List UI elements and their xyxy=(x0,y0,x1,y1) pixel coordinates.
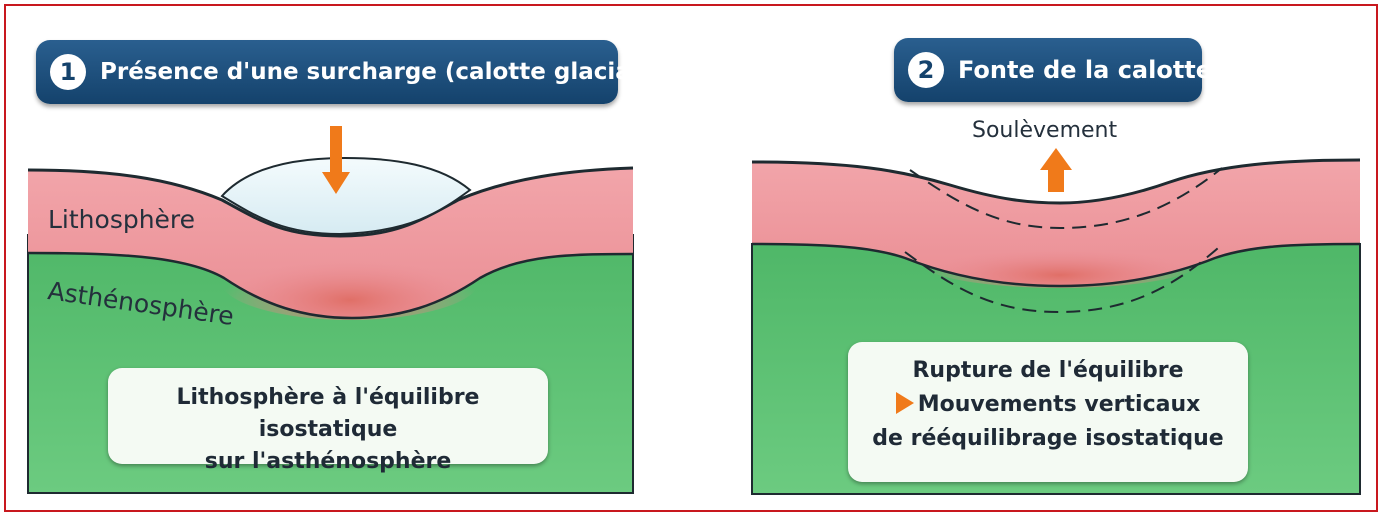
panel-1-note: Lithosphère à l'équilibre isostatique su… xyxy=(108,368,548,474)
lithosphere-base-line-2 xyxy=(751,242,1361,288)
panel-2-number-badge: 2 xyxy=(908,52,944,88)
figure-frame xyxy=(4,4,1378,512)
panel-2-note-line-3: de rééquilibrage isostatique xyxy=(872,426,1224,451)
lithosphere-base-line-1 xyxy=(27,251,634,320)
lithosphere-root-shading-2 xyxy=(920,236,1200,288)
former-top-dashed-line xyxy=(909,167,1223,230)
panel-1-number-badge: 1 xyxy=(50,54,86,90)
panel-2-note-line-2: Mouvements verticaux xyxy=(917,392,1201,417)
panel-2-note-line-1: Rupture de l'équilibre xyxy=(912,358,1184,383)
lithosphere-layer-2 xyxy=(752,160,1360,286)
movement-arrow-icon xyxy=(895,392,914,414)
former-base-dashed-line xyxy=(904,247,1219,314)
panel-1-title: 1 Présence d'une surcharge (calotte glac… xyxy=(36,40,676,104)
ice-cap xyxy=(220,156,472,236)
panel-1-note-line-1: Lithosphère à l'équilibre isostatique xyxy=(176,385,480,442)
load-arrow-icon xyxy=(322,126,350,194)
panel-2-title-text: Fonte de la calotte xyxy=(958,56,1213,84)
lithosphere-label: Lithosphère xyxy=(48,205,196,234)
lithosphere-top-line-2 xyxy=(751,158,1361,205)
uplift-label: Soulèvement xyxy=(972,118,1118,143)
lithosphere-root-shading-1 xyxy=(220,240,480,320)
panel-2-title: 2 Fonte de la calotte xyxy=(894,38,1212,102)
panel-2-note-line-2-wrap: Mouvements verticaux xyxy=(848,388,1248,422)
panel-1-note-line-2: sur l'asthénosphère xyxy=(204,449,452,474)
panel-2-note: Rupture de l'équilibre Mouvements vertic… xyxy=(848,342,1248,482)
panel-1-title-text: Présence d'une surcharge (calotte glacia… xyxy=(100,59,677,85)
lithosphere-top-line-1 xyxy=(27,166,634,238)
uplift-arrow-icon xyxy=(1040,148,1072,192)
